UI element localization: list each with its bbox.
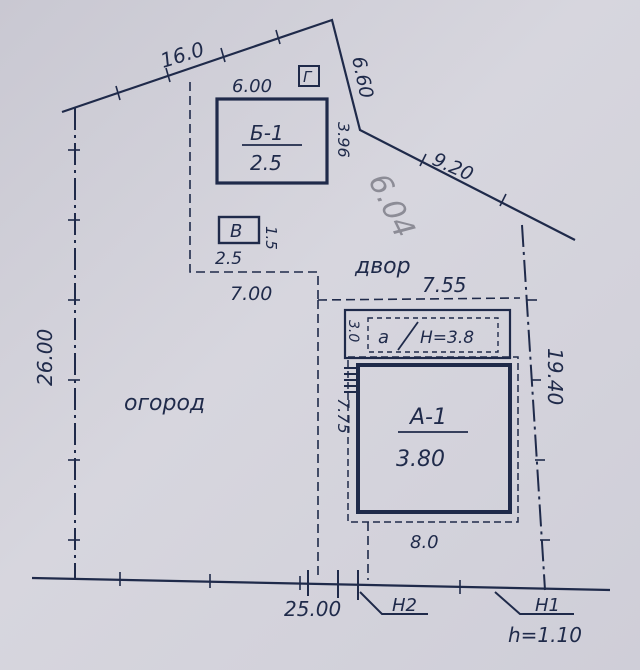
box-g-label: Г — [303, 68, 313, 86]
pencil-note: 6.04 — [361, 168, 422, 243]
building-b1-outline — [215, 97, 329, 185]
yard-inner-width-dimension: 7.55 — [422, 273, 467, 297]
marker-left: Н2 — [392, 595, 417, 616]
bottom-marker-ticks — [307, 570, 574, 615]
porch-a-depth: 3.0 — [345, 320, 361, 342]
box-g-outline — [298, 65, 320, 87]
box-v-width: 2.5 — [215, 249, 242, 269]
boundary-ticks — [68, 29, 550, 594]
box-v-depth: 1.5 — [262, 226, 280, 250]
top-edge-dimension: 16.0 — [157, 37, 207, 73]
right-edge-dimension: 19.40 — [543, 348, 567, 405]
plot-bottom-boundary-line — [31, 576, 611, 592]
right-upper-edge-dimension: 9.20 — [429, 148, 477, 185]
house-a1-height: 3.80 — [396, 447, 445, 472]
plot-top-boundary-line — [61, 18, 576, 241]
porch-a — [343, 308, 512, 360]
building-b1-width: 6.00 — [232, 76, 272, 97]
house-a1-title: А-1 — [408, 405, 447, 430]
house-a1-dashed-outline — [347, 356, 519, 523]
porch-a-title: а — [378, 327, 389, 348]
yard-area-label: двор — [354, 254, 411, 279]
porch-a-divider — [397, 321, 419, 351]
left-edge-dimension: 26.00 — [33, 329, 57, 386]
box-v-outline — [217, 215, 261, 245]
elevation-label: h=1.10 — [508, 623, 582, 647]
bottom-edge-dimension: 25.00 — [284, 597, 341, 621]
house-a1 — [344, 356, 519, 523]
building-b1 — [215, 97, 329, 185]
porch-a-height: Н=3.8 — [420, 328, 474, 348]
house-a1-outline — [356, 363, 512, 514]
garden-area-label: огород — [124, 391, 205, 416]
box-v-label: В — [230, 221, 242, 242]
inner-fence-line — [189, 82, 319, 300]
building-b1-title: Б-1 — [250, 121, 284, 145]
house-a1-width: 8.0 — [410, 532, 439, 553]
plot-right-boundary-line — [521, 224, 546, 591]
porch-a-dashed-outline — [367, 317, 499, 353]
yard-top-fence-line — [317, 297, 521, 301]
building-b1-depth: 3.96 — [334, 122, 353, 158]
porch-a-outline — [343, 308, 512, 360]
marker-right: Н1 — [535, 595, 560, 616]
plot-boundary — [31, 18, 611, 594]
fence-segment-length: 7.00 — [230, 283, 272, 305]
house-a1-depth: 7.75 — [334, 398, 353, 434]
inner-fence — [189, 82, 521, 580]
stairs-icon — [344, 367, 358, 393]
building-b1-height: 2.5 — [250, 151, 282, 175]
